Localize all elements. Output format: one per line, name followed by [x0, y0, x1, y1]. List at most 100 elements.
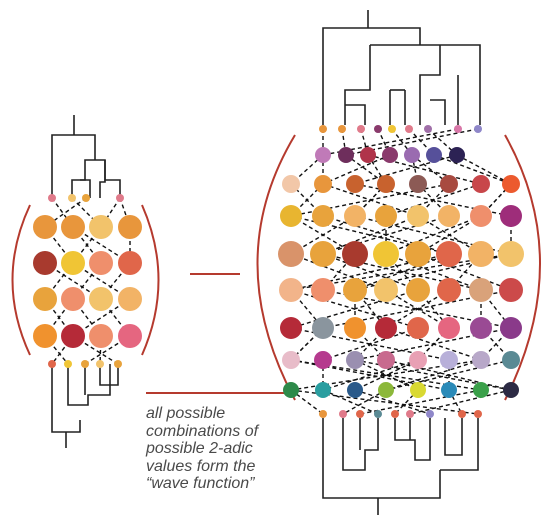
right-link-grid-32: [417, 215, 482, 255]
left-grid-node: [33, 287, 57, 311]
right-bottom-node: [374, 410, 382, 418]
right-bottom-node: [426, 410, 434, 418]
right-nodes: [278, 125, 524, 418]
right-link-grid-26: [290, 215, 356, 255]
right-top-tree: [322, 10, 481, 125]
caption-line-4: values form the: [146, 457, 256, 475]
right-link-grid-82: [385, 359, 512, 391]
right-grid-node: [407, 205, 429, 227]
right-grid-node: [410, 382, 426, 398]
right-link-grid-65: [322, 327, 419, 361]
right-grid-node: [438, 317, 460, 339]
right-link-top-4: [391, 128, 413, 156]
right-bottom-node: [474, 410, 482, 418]
right-grid-node: [438, 205, 460, 227]
right-grid-node: [472, 175, 490, 193]
right-grid-node: [470, 205, 492, 227]
right-grid-node: [342, 241, 368, 267]
right-bracket-right: [504, 134, 541, 401]
left-grid-node: [118, 215, 142, 239]
right-link-bottom-6: [354, 389, 431, 415]
right-top-node: [319, 125, 327, 133]
right-grid-node: [279, 278, 303, 302]
right-grid-node: [449, 147, 465, 163]
right-grid-node: [470, 317, 492, 339]
right-link-grid-77: [354, 359, 419, 391]
caption-line-2: combinations of: [146, 422, 259, 440]
right-link-bottom-7: [448, 389, 463, 415]
right-link-bottom-1: [342, 389, 387, 415]
left-grid-node: [61, 287, 85, 311]
caption-line-5: “wave function”: [146, 475, 255, 492]
right-link-bottom-4: [394, 389, 419, 415]
right-link-grid-10: [456, 154, 512, 185]
right-bottom-node: [356, 410, 364, 418]
right-dashed-links: [290, 128, 512, 415]
left-bottom-tree: [51, 364, 119, 448]
left-grid-node: [89, 324, 113, 348]
right-grid-node: [377, 175, 395, 193]
right-grid-node: [441, 382, 457, 398]
right-grid-node: [500, 317, 522, 339]
right-grid-node: [312, 205, 334, 227]
left-grid-node: [61, 215, 85, 239]
right-grid-node: [282, 351, 300, 369]
right-grid-node: [315, 382, 331, 398]
right-bottom-node: [391, 410, 399, 418]
right-top-node: [374, 125, 382, 133]
right-link-grid-55: [385, 289, 450, 329]
caption-line-3: possible 2-adic: [146, 440, 253, 457]
right-grid-node: [469, 278, 493, 302]
right-grid-node: [375, 205, 397, 227]
right-grid-node: [468, 241, 494, 267]
right-top-node: [405, 125, 413, 133]
right-grid-node: [409, 175, 427, 193]
right-grid-node: [409, 351, 427, 369]
caption: all possible combinations of possible 2-…: [146, 405, 306, 493]
right-link-grid-81: [385, 359, 482, 391]
left-link-bottom-0: [44, 335, 69, 365]
left-top-node: [48, 194, 56, 202]
right-link-grid-3: [367, 154, 482, 185]
right-grid-node: [346, 175, 364, 193]
brackets: [11, 134, 541, 401]
left-link-top-3: [119, 197, 131, 228]
right-grid-node: [344, 205, 366, 227]
right-grid-node: [346, 351, 364, 369]
left-grid-node: [89, 251, 113, 275]
left-top-node: [116, 194, 124, 202]
left-bracket-right: [141, 204, 160, 356]
right-bottom-node: [406, 410, 414, 418]
right-grid-node: [377, 351, 395, 369]
left-grid-node: [33, 251, 57, 275]
right-grid-node: [498, 241, 524, 267]
right-grid-node: [426, 147, 442, 163]
right-grid-node: [503, 382, 519, 398]
right-grid-node: [406, 278, 430, 302]
right-grid-node: [502, 175, 520, 193]
right-grid-node: [378, 382, 394, 398]
right-grid-node: [283, 382, 299, 398]
right-grid-node: [280, 205, 302, 227]
right-grid-node: [315, 147, 331, 163]
right-grid-node: [440, 351, 458, 369]
left-dashed-links: [44, 197, 131, 365]
left-bottom-node: [81, 360, 89, 368]
right-link-grid-20: [385, 183, 482, 217]
right-grid-node: [499, 278, 523, 302]
left-bottom-node: [48, 360, 56, 368]
right-grid-node: [347, 382, 363, 398]
left-link-top-2: [44, 197, 87, 228]
left-grid-node: [118, 287, 142, 311]
right-grid-node: [280, 317, 302, 339]
right-link-grid-31: [322, 215, 450, 255]
caption-line-1: all possible: [146, 405, 226, 422]
left-grid-node: [89, 287, 113, 311]
right-grid-node: [382, 147, 398, 163]
right-bottom-node: [458, 410, 466, 418]
right-link-grid-53: [290, 289, 419, 329]
right-bottom-node: [319, 410, 327, 418]
right-grid-node: [312, 317, 334, 339]
right-link-grid-69: [354, 327, 512, 361]
